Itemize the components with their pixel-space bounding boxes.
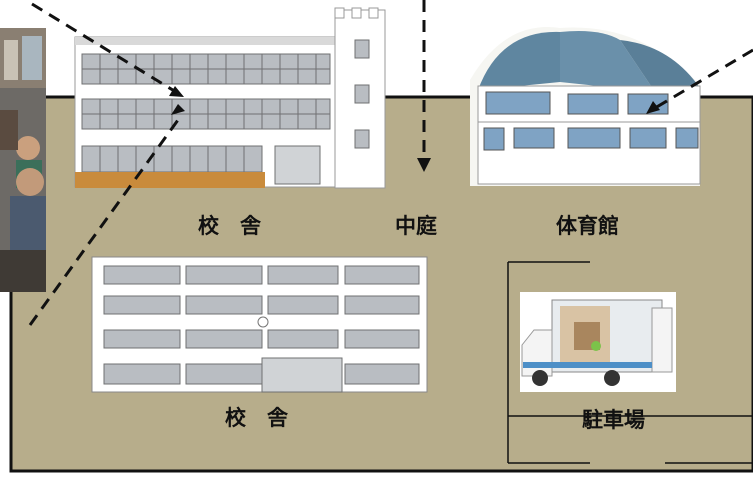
mobile-classroom-truck-icon (520, 292, 676, 392)
school-building-plan-icon (91, 256, 428, 393)
label-gymnasium: 体育館 (556, 214, 619, 238)
dashed-arrows (28, 0, 753, 326)
label-school-building-bottom: 校 舎 (225, 406, 288, 430)
parking-lot-lines (507, 261, 753, 464)
school-building-icon (74, 7, 386, 189)
label-school-building-top: 校 舎 (198, 214, 261, 238)
label-courtyard: 中庭 (395, 214, 437, 238)
arrow-heads (169, 86, 660, 172)
gymnasium-icon (470, 27, 701, 186)
label-parking-lot: 駐車場 (582, 408, 645, 432)
classroom-photo (0, 28, 46, 292)
